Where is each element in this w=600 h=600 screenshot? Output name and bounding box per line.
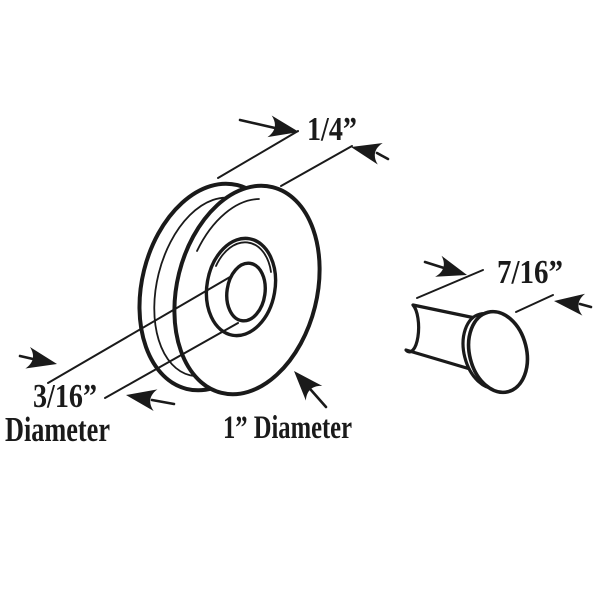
arrow-shaft-pin-left [423,260,446,270]
dim-line-wheel-width-left [217,130,299,179]
label-pin-length: 7/16” [497,254,563,291]
wheel-bore-hole [225,261,267,323]
roller-wheel-drawing [137,181,322,397]
dim-line-pin-right [515,294,554,313]
wheel-front-face-highlight [196,198,260,252]
arrowhead-pin-left [435,255,471,286]
label-bore-size: 3/16” [33,378,97,415]
dimension-lines [47,130,554,399]
arrow-shaft-bore-left [18,354,35,361]
label-wheel-width: 1/4” [307,111,357,148]
dim-line-bore-bottom [104,322,239,399]
pin-head [466,309,530,395]
label-bore-word: Diameter [5,410,110,449]
arrowhead-bore-right [124,384,158,412]
dimension-labels: 1/4” 7/16” 3/16” Diameter 1” Diameter [5,111,563,449]
pin-body [404,303,482,371]
arrow-shaft-bore-right [150,398,176,406]
dim-line-bore-top [47,276,231,384]
arrow-shaft-wheel-width-left [238,118,277,130]
label-wheel-diameter: 1” Diameter [223,410,352,446]
arrowhead-bore-left [25,347,60,375]
pin-drawing [404,303,530,395]
wheel-hub-highlight [215,241,272,273]
dim-line-wheel-width-right [280,145,353,187]
dim-line-pin-left [416,269,484,299]
arrow-shaft-wheel-width-right [375,151,390,161]
arrow-shaft-wheel-diameter [309,388,328,409]
arrow-shaft-pin-right [578,302,593,309]
dimension-arrows [18,115,593,412]
